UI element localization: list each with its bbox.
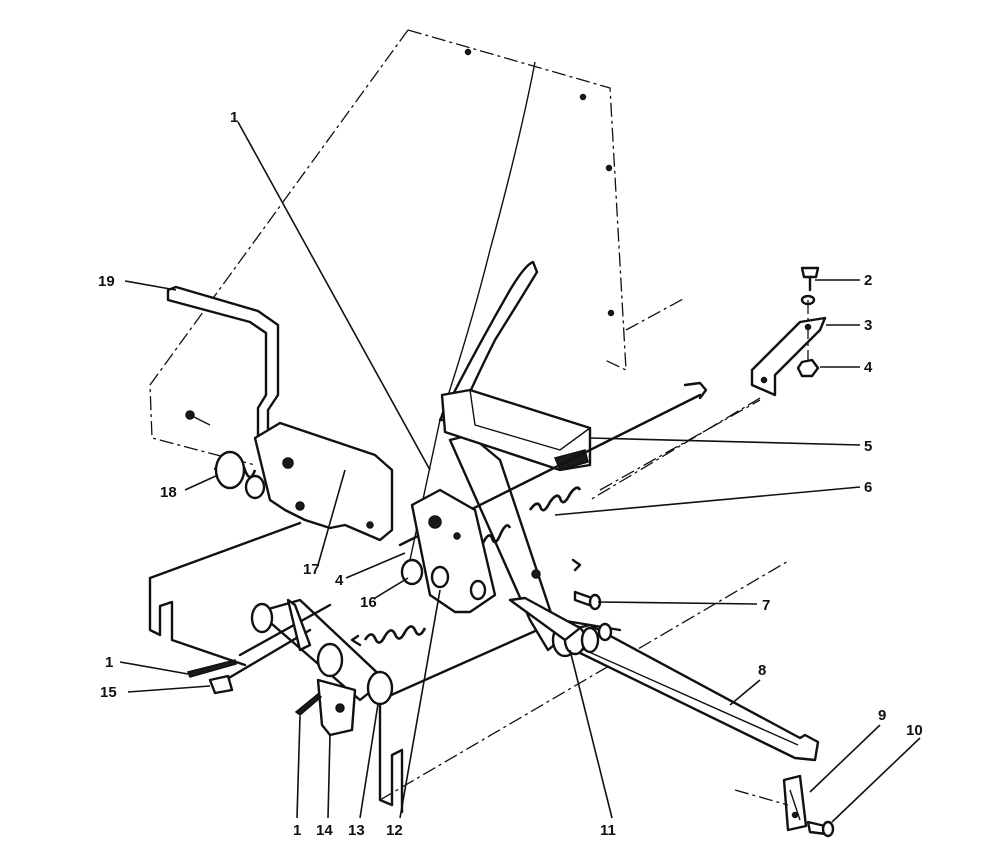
part-19-bracket	[166, 285, 280, 442]
part-6-spring	[481, 486, 582, 544]
callout-13: 13	[348, 822, 365, 839]
callout-labels: 1 2 3 4 5 6 7 8 9 10 11 12 13 14 1 1 15 …	[98, 109, 923, 839]
part-11-collar	[508, 596, 613, 656]
part-9-clip	[782, 774, 808, 832]
callout-9: 9	[878, 707, 886, 724]
shield-panel	[149, 29, 686, 561]
callout-14: 14	[316, 822, 333, 839]
part-4-nut-right	[796, 358, 820, 378]
main-frame	[148, 399, 791, 814]
part-17-cover-plate	[253, 421, 394, 542]
callout-1-bottom: 1	[293, 822, 301, 839]
callout-5: 5	[864, 438, 872, 455]
part-7-bolt	[571, 558, 602, 611]
callout-18: 18	[160, 484, 177, 501]
callout-2: 2	[864, 272, 872, 289]
callout-1-left: 1	[105, 654, 113, 671]
callout-16: 16	[360, 594, 377, 611]
pivot-assembly	[208, 598, 394, 737]
callout-17: 17	[303, 561, 320, 578]
callout-11: 11	[600, 822, 616, 839]
part-18-spring-bushing	[185, 410, 266, 500]
part-2-bolt	[800, 266, 820, 292]
pin-1-left	[186, 659, 237, 678]
callout-6: 6	[864, 479, 872, 496]
callout-10: 10	[906, 722, 923, 739]
callout-19: 19	[98, 273, 115, 290]
callout-15: 15	[100, 684, 117, 701]
callout-3: 3	[864, 317, 872, 334]
part-10-bolt	[806, 820, 835, 838]
leader-lines	[119, 121, 921, 823]
pin-1-bottom	[294, 692, 323, 716]
callout-12: 12	[386, 822, 403, 839]
callout-4-right: 4	[864, 359, 873, 376]
callout-7: 7	[762, 597, 770, 614]
callout-8: 8	[758, 662, 766, 679]
callout-4-left: 4	[335, 572, 344, 589]
part-3-bracket	[750, 316, 827, 397]
callout-1-top: 1	[230, 109, 238, 126]
part-12-lever-plate	[410, 488, 497, 614]
